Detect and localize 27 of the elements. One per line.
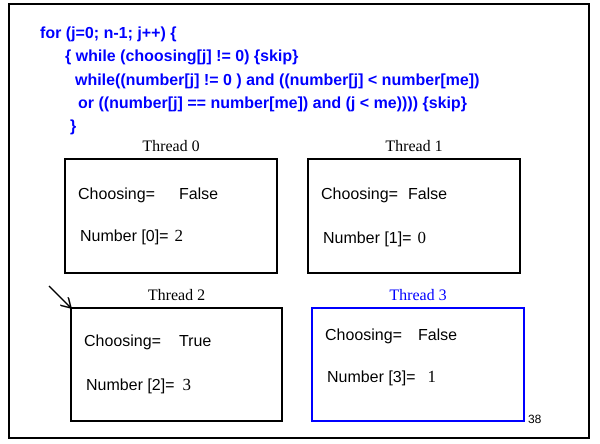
field-label: Choosing= <box>84 333 161 351</box>
field-value: True <box>178 333 212 351</box>
field-value: False <box>178 186 218 204</box>
field-label: Choosing= <box>325 327 402 345</box>
field-label: Number [2]= <box>86 377 174 395</box>
field-label: Choosing= <box>321 186 398 204</box>
field-label: Number [3]= <box>327 369 416 387</box>
thread-heading: Thread 0 <box>141 138 201 156</box>
field-value: False <box>408 186 448 204</box>
field-label: Number [0]= <box>80 228 168 246</box>
thread-heading: Thread 3 <box>388 287 448 305</box>
field-value: 2 <box>174 226 183 246</box>
code-line: { while (choosing[j] != 0) {skip} <box>65 48 298 66</box>
thread-heading: Thread 1 <box>384 138 444 156</box>
page-number: 38 <box>528 412 542 426</box>
field-value: False <box>418 327 458 345</box>
code-line: while((number[j] != 0 ) and ((number[j] < number[me]) <box>75 72 480 90</box>
field-value: 3 <box>182 375 191 395</box>
thread-heading: Thread 2 <box>146 287 206 305</box>
code-line: for (j=0; n-1; j++) { <box>40 25 176 43</box>
code-line: or ((number[j] == number[me]) and (j < me)))) {skip} <box>78 95 467 113</box>
code-line: } <box>70 118 76 136</box>
field-label: Number [1]= <box>323 230 412 248</box>
arrow <box>48 285 72 309</box>
field-value: 0 <box>417 228 426 248</box>
field-label: Choosing= <box>78 186 155 204</box>
field-value: 1 <box>427 367 436 387</box>
